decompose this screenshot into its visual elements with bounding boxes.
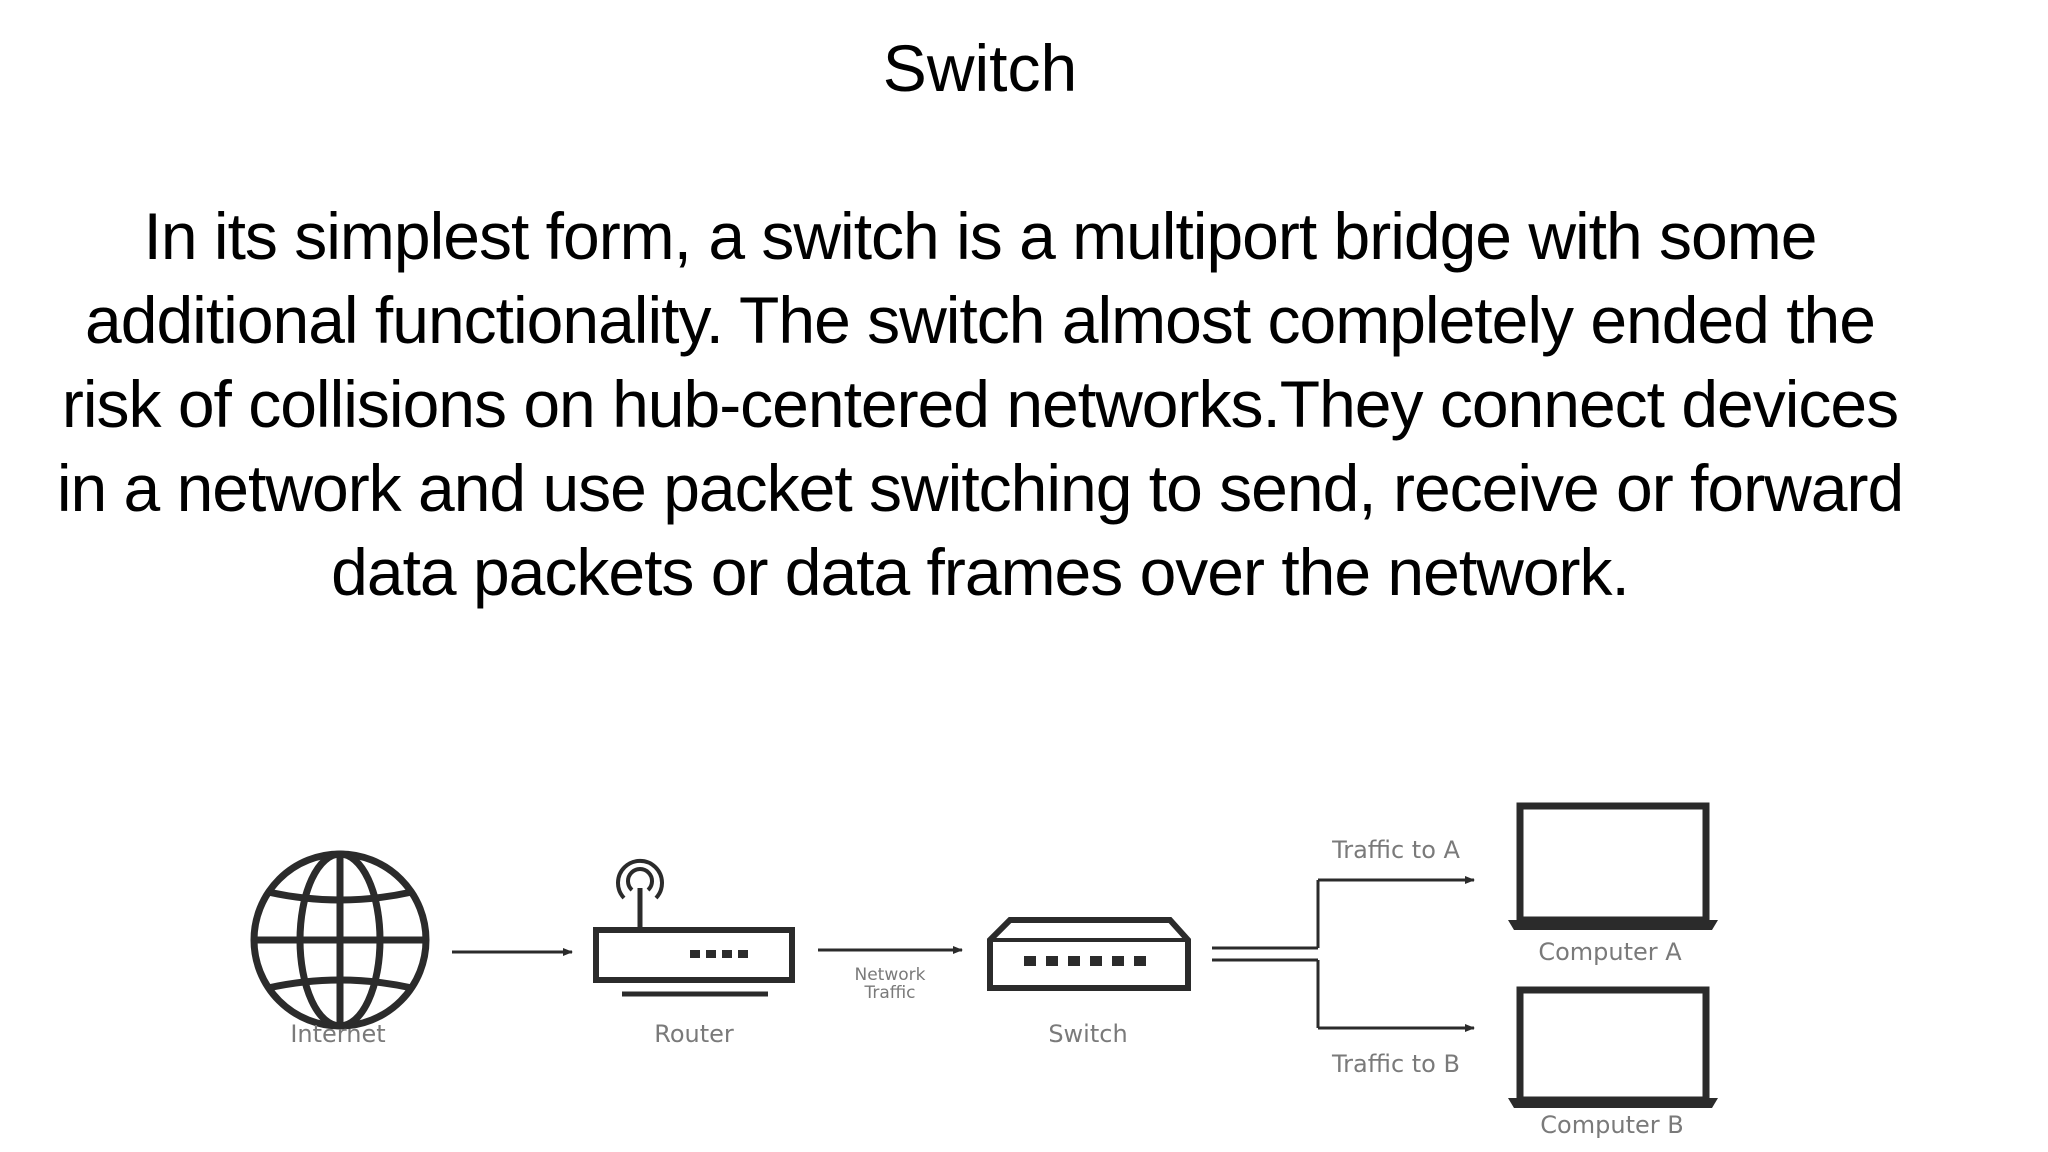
slide-title: Switch xyxy=(882,31,1078,105)
router-label: Router xyxy=(654,1020,734,1048)
traffic-to-b-label: Traffic to B xyxy=(1331,1050,1460,1078)
switch-branch-lines xyxy=(1212,880,1320,1028)
network-traffic-label-line2: Traffic xyxy=(863,983,915,1003)
computer-a-label: Computer A xyxy=(1538,938,1682,966)
router-icon xyxy=(593,858,795,997)
internet-label: Internet xyxy=(290,1020,385,1048)
laptop-icon-computer-a xyxy=(1508,802,1718,930)
slide-body-text: In its simplest form, a switch is a mult… xyxy=(56,199,1904,609)
network-diagram: Internet Router Network Traffic xyxy=(0,780,2048,1140)
laptop-icon-computer-b xyxy=(1508,986,1718,1108)
network-traffic-label-line1: Network xyxy=(855,965,926,985)
switch-label: Switch xyxy=(1048,1020,1127,1048)
globe-icon xyxy=(250,850,430,1030)
switch-icon xyxy=(987,917,1191,991)
traffic-to-a-label: Traffic to A xyxy=(1331,836,1460,864)
network-diagram-svg: Internet Router Network Traffic xyxy=(250,802,1718,1139)
computer-b-label: Computer B xyxy=(1540,1111,1683,1139)
